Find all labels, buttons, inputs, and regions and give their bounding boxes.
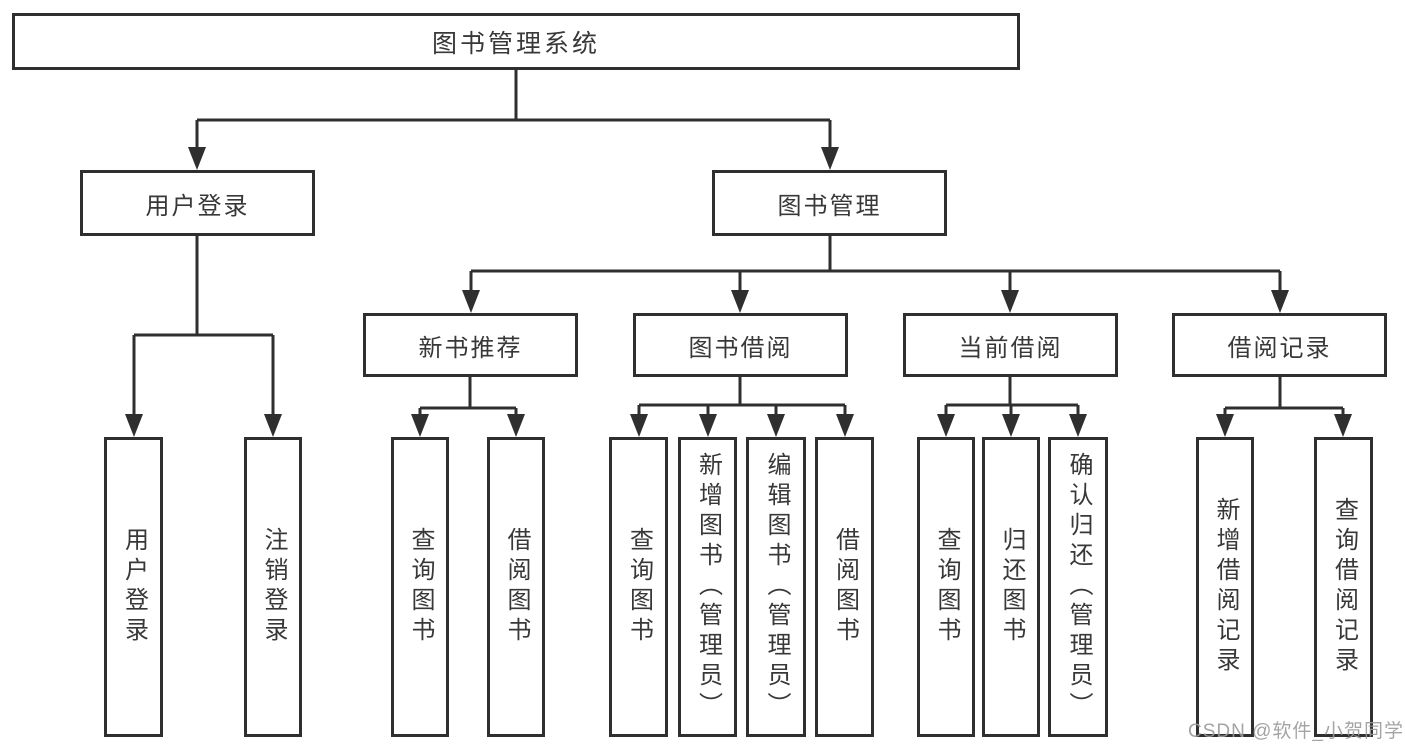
- node-user-login: 用户登录: [80, 170, 315, 236]
- leaf-confirm-return-admin: 确认归还（管理员）: [1048, 437, 1108, 737]
- leaf-borrowing-borrow-books: 借阅图书: [815, 437, 874, 737]
- connector-borrowing-records-children: [1216, 377, 1352, 437]
- leaf-user-login: 用户登录: [104, 437, 163, 737]
- connector-current-borrowing-children: [937, 377, 1087, 437]
- connector-book-borrowing-children: [630, 377, 854, 437]
- csdn-watermark: CSDN @软件_小贺同学: [1188, 721, 1404, 742]
- node-current-borrowing: 当前借阅: [903, 313, 1118, 377]
- leaf-add-books-admin: 新增图书（管理员）: [678, 437, 737, 737]
- node-book-management-system: 图书管理系统: [12, 13, 1020, 70]
- leaf-return-books: 归还图书: [982, 437, 1040, 737]
- node-book-management: 图书管理: [712, 170, 947, 236]
- leaf-borrowing-query-books: 查询图书: [609, 437, 668, 737]
- connector-root-to-level1: [188, 70, 839, 170]
- leaf-current-query-books: 查询图书: [917, 437, 975, 737]
- connector-book-management-children: [462, 236, 1289, 313]
- connector-new-book-recommend-children: [411, 377, 525, 437]
- leaf-query-borrow-record: 查询借阅记录: [1314, 437, 1373, 737]
- connector-user-login-children: [125, 236, 282, 437]
- leaf-add-borrow-record: 新增借阅记录: [1196, 437, 1254, 737]
- node-book-borrowing: 图书借阅: [633, 313, 848, 377]
- leaf-recommend-query-books: 查询图书: [391, 437, 449, 737]
- leaf-edit-books-admin: 编辑图书（管理员）: [746, 437, 806, 737]
- leaf-recommend-borrow-books: 借阅图书: [487, 437, 545, 737]
- leaf-logout: 注销登录: [244, 437, 302, 737]
- node-new-book-recommend: 新书推荐: [363, 313, 578, 377]
- node-borrowing-records: 借阅记录: [1172, 313, 1387, 377]
